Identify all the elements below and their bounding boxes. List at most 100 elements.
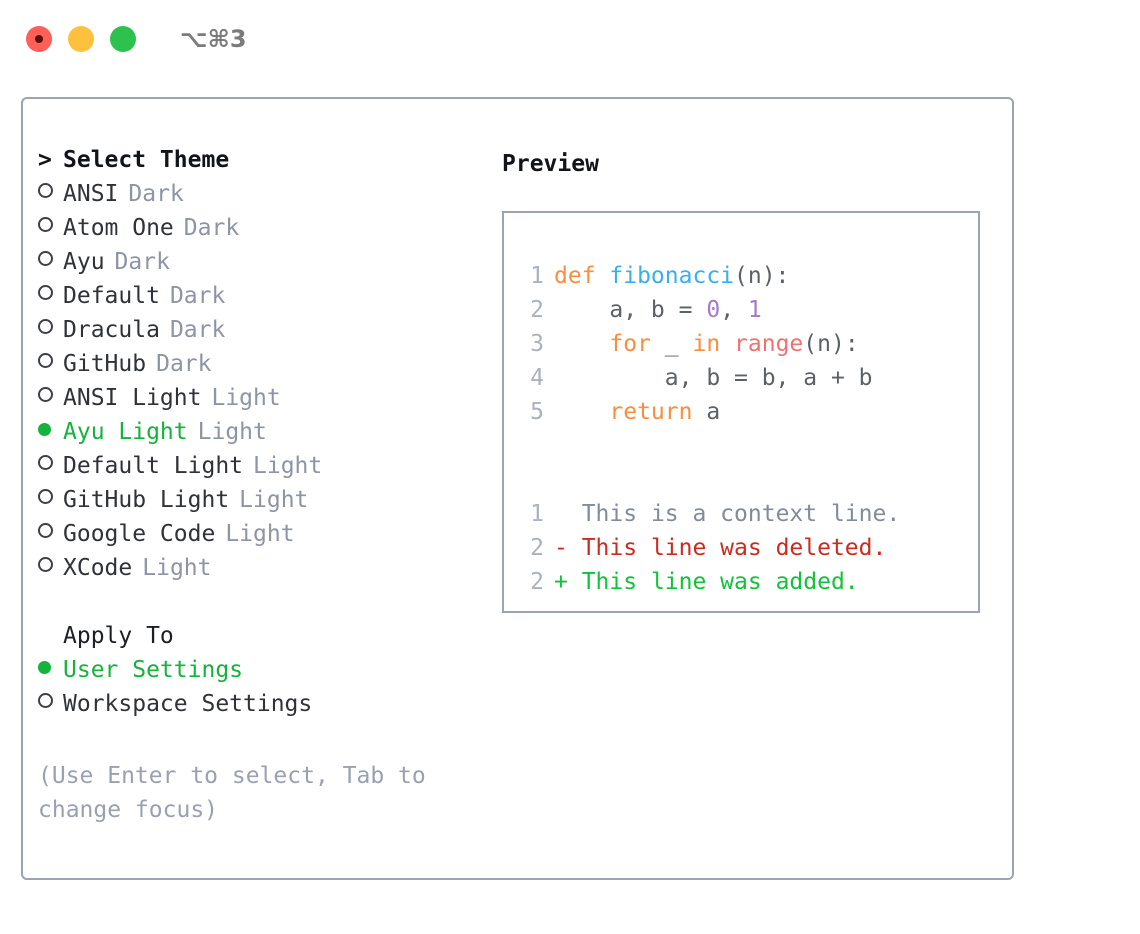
diff-sign [554, 501, 568, 527]
code-line: 1 def fibonacci(n): [520, 259, 900, 293]
line-number: 3 [530, 331, 544, 357]
radio-unselected-icon [38, 183, 63, 206]
radio-glyph-icon [38, 183, 53, 198]
code-token-kw: for [609, 331, 651, 357]
radio-glyph-icon [38, 285, 53, 300]
apply-to-item[interactable]: User Settings [38, 657, 488, 691]
theme-list-item-label: Atom One [63, 215, 174, 241]
diff-line: 2 + This line was added. [520, 565, 900, 599]
theme-variant-tag: Dark [156, 351, 212, 377]
theme-list-item-label: Ayu [63, 249, 105, 275]
theme-variant-tag: Dark [169, 317, 226, 343]
close-button-icon[interactable] [26, 26, 52, 52]
theme-list-item[interactable]: XCode Light [38, 555, 488, 589]
radio-unselected-icon [38, 489, 63, 512]
record-indicator-icon [35, 35, 43, 43]
radio-unselected-icon [38, 319, 63, 342]
theme-list-item-label: ANSI [63, 181, 119, 207]
code-token-kw: def [554, 263, 610, 289]
apply-to-item-label: Workspace Settings [63, 691, 313, 717]
line-number: 4 [530, 365, 544, 391]
theme-list-item[interactable]: Atom One Dark [38, 215, 488, 249]
line-number: 2 [530, 569, 544, 595]
diff-text: This line was added. [567, 569, 859, 595]
theme-variant-tag: Dark [183, 215, 240, 241]
apply-to-item[interactable]: Workspace Settings [38, 691, 488, 725]
theme-list-item-label: GitHub [63, 351, 147, 377]
radio-unselected-icon [38, 523, 63, 546]
theme-variant-tag: Dark [114, 249, 170, 275]
diff-line: 2- This line was deleted. [520, 531, 900, 565]
code-token-plain: (n): [734, 263, 790, 289]
diff-text: This line was deleted. [567, 535, 887, 561]
theme-list-item[interactable]: GitHub Dark [38, 351, 488, 385]
theme-variant-tag: Light [239, 487, 309, 513]
caret-icon: > [38, 147, 52, 173]
code-token-builtin: range [734, 331, 804, 357]
theme-variant-tag: Dark [169, 283, 226, 309]
title-bar: ⌥⌘3 [0, 0, 1140, 78]
diff-line: 1 This is a context line. [520, 497, 900, 531]
theme-list-item-label: XCode [63, 555, 133, 581]
keyboard-hint-text: (Use Enter to select, Tab to change focu… [38, 763, 426, 823]
theme-list-item[interactable]: Default Dark [38, 283, 488, 317]
diff-text: This is a context line. [567, 501, 901, 527]
theme-list-item[interactable]: Dracula Dark [38, 317, 488, 351]
code-token-kw: in [692, 331, 721, 357]
theme-list-item-label: Default [63, 283, 160, 309]
maximize-button-icon[interactable] [110, 26, 136, 52]
theme-variant-tag: Light [197, 419, 267, 445]
theme-list-item-label: Dracula [63, 317, 160, 343]
code-token-plain: a, b = [554, 297, 707, 323]
radio-glyph-icon [38, 523, 53, 538]
code-token-plain: (n): [803, 331, 859, 357]
radio-glyph-icon [38, 423, 51, 436]
code-token-plain [554, 331, 609, 357]
theme-list-item[interactable]: Ayu Light Light [38, 419, 488, 453]
radio-unselected-icon [38, 285, 63, 308]
radio-glyph-icon [38, 661, 51, 674]
line-number: 1 [530, 501, 544, 527]
code-token-fn: fibonacci [609, 263, 735, 289]
radio-unselected-icon [38, 557, 63, 580]
code-blank-line [520, 429, 900, 463]
line-number: 5 [530, 399, 544, 425]
diff-sign: + [554, 569, 568, 595]
radio-glyph-icon [38, 455, 53, 470]
code-token-num: 0 [706, 297, 721, 323]
theme-variant-tag: Light [253, 453, 323, 479]
radio-glyph-icon [38, 557, 53, 572]
theme-list-item[interactable]: GitHub Light Light [38, 487, 488, 521]
theme-list-item[interactable]: Ayu Dark [38, 249, 488, 283]
preview-title: Preview [502, 151, 599, 177]
radio-unselected-icon [38, 217, 63, 240]
theme-variant-tag: Light [211, 385, 281, 411]
apply-to-header: Apply To [38, 623, 488, 657]
minimize-button-icon[interactable] [68, 26, 94, 52]
radio-glyph-icon [38, 319, 53, 334]
keyboard-shortcut-label: ⌥⌘3 [180, 25, 247, 53]
theme-list-item-label: GitHub Light [63, 487, 230, 513]
line-number: 2 [530, 535, 544, 561]
radio-glyph-icon [38, 353, 53, 368]
line-number: 1 [530, 263, 544, 289]
radio-glyph-icon [38, 489, 53, 504]
theme-list-item[interactable]: ANSI Dark [38, 181, 488, 215]
apply-to-item-label: User Settings [63, 657, 244, 683]
theme-variant-tag: Light [142, 555, 212, 581]
code-line: 4 a, b = b, a + b [520, 361, 900, 395]
theme-list-item-label: Ayu Light [63, 419, 188, 445]
radio-glyph-icon [38, 387, 53, 402]
select-theme-header-label: Select Theme [63, 147, 230, 173]
theme-variant-tag: Dark [128, 181, 184, 207]
code-blank-line [520, 463, 900, 497]
code-token-num: 1 [747, 297, 762, 323]
